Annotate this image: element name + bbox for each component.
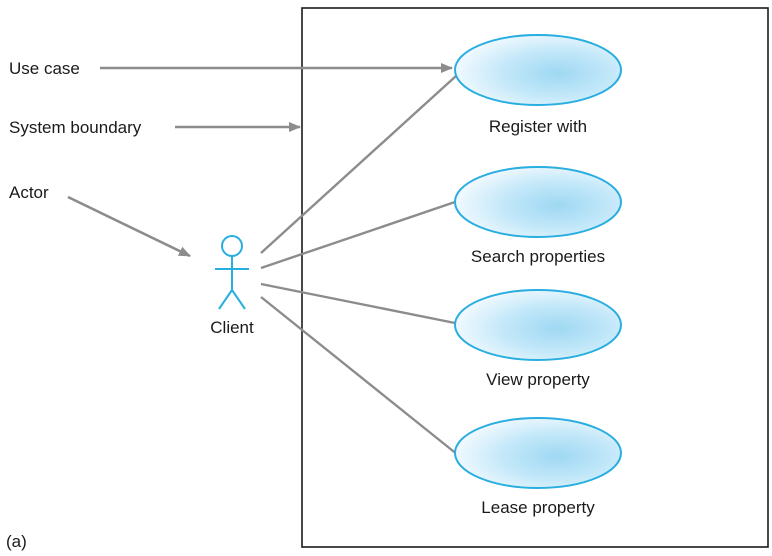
annotation-use-case: Use case xyxy=(9,59,80,78)
annotation-actor: Actor xyxy=(9,183,49,202)
use-case-label-lease: Lease property xyxy=(481,498,595,517)
association-line-register xyxy=(260,75,457,254)
actor-head xyxy=(221,235,243,257)
actor-figure xyxy=(215,235,249,310)
use-case-view xyxy=(454,289,622,361)
actor-name: Client xyxy=(210,318,254,337)
use-case-lease xyxy=(454,417,622,489)
association-line-view xyxy=(260,282,456,325)
use-case-label-search: Search properties xyxy=(471,247,605,266)
association-line-lease xyxy=(260,296,459,456)
use-case-search xyxy=(454,166,622,238)
use-case-register xyxy=(454,34,622,106)
actor-right-leg xyxy=(231,289,246,310)
annotation-system-boundary: System boundary xyxy=(9,118,142,137)
association-line-search xyxy=(260,200,456,270)
system-boundary-box xyxy=(301,7,769,548)
actor-left-leg xyxy=(218,289,233,310)
use-case-label-register: Register with xyxy=(489,117,587,136)
figure-label: (a) xyxy=(6,532,27,551)
use-case-label-view: View property xyxy=(486,370,590,389)
actor-pointer-arrow xyxy=(67,195,191,258)
